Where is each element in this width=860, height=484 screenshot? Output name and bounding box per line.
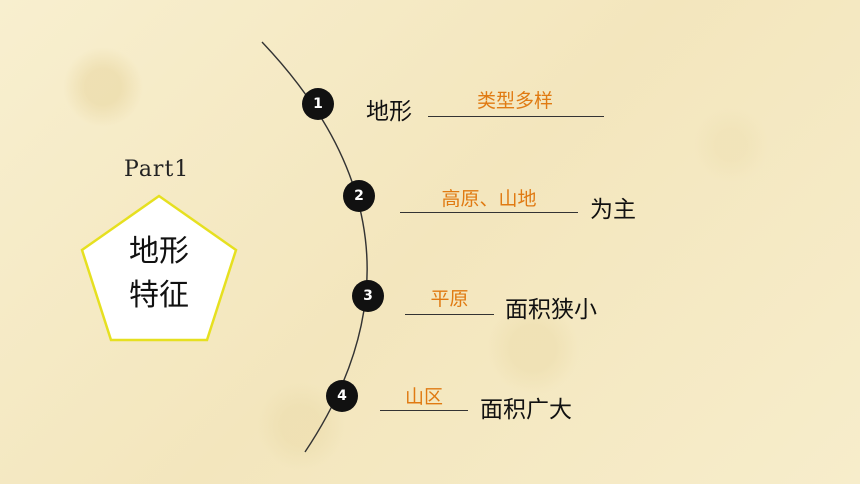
item-4-answer: 山区 — [404, 386, 443, 408]
pentagon-frame — [80, 194, 238, 342]
section-title-line2: 特征 — [129, 278, 189, 313]
item-3-blank — [405, 314, 494, 315]
item-2-blank — [400, 212, 578, 213]
item-2-suffix: 为主 — [590, 197, 636, 223]
part-label: Part1 — [124, 157, 190, 182]
item-4-number-badge: 4 — [326, 380, 358, 412]
item-3-answer: 平原 — [430, 288, 469, 310]
item-2-number-badge: 2 — [343, 180, 375, 212]
item-1-prefix: 地形 — [366, 99, 412, 125]
item-3-suffix: 面积狭小 — [505, 297, 597, 323]
item-4-blank — [380, 410, 468, 411]
item-3-number-badge: 3 — [352, 280, 384, 312]
item-2-answer: 高原、山地 — [441, 188, 537, 210]
item-1-number-badge: 1 — [302, 88, 334, 120]
item-4-suffix: 面积广大 — [480, 397, 572, 423]
item-1-blank — [428, 116, 604, 117]
item-1-answer: 类型多样 — [476, 90, 553, 112]
section-title: 地形 特征 — [96, 230, 222, 318]
section-title-line1: 地形 — [129, 234, 189, 269]
